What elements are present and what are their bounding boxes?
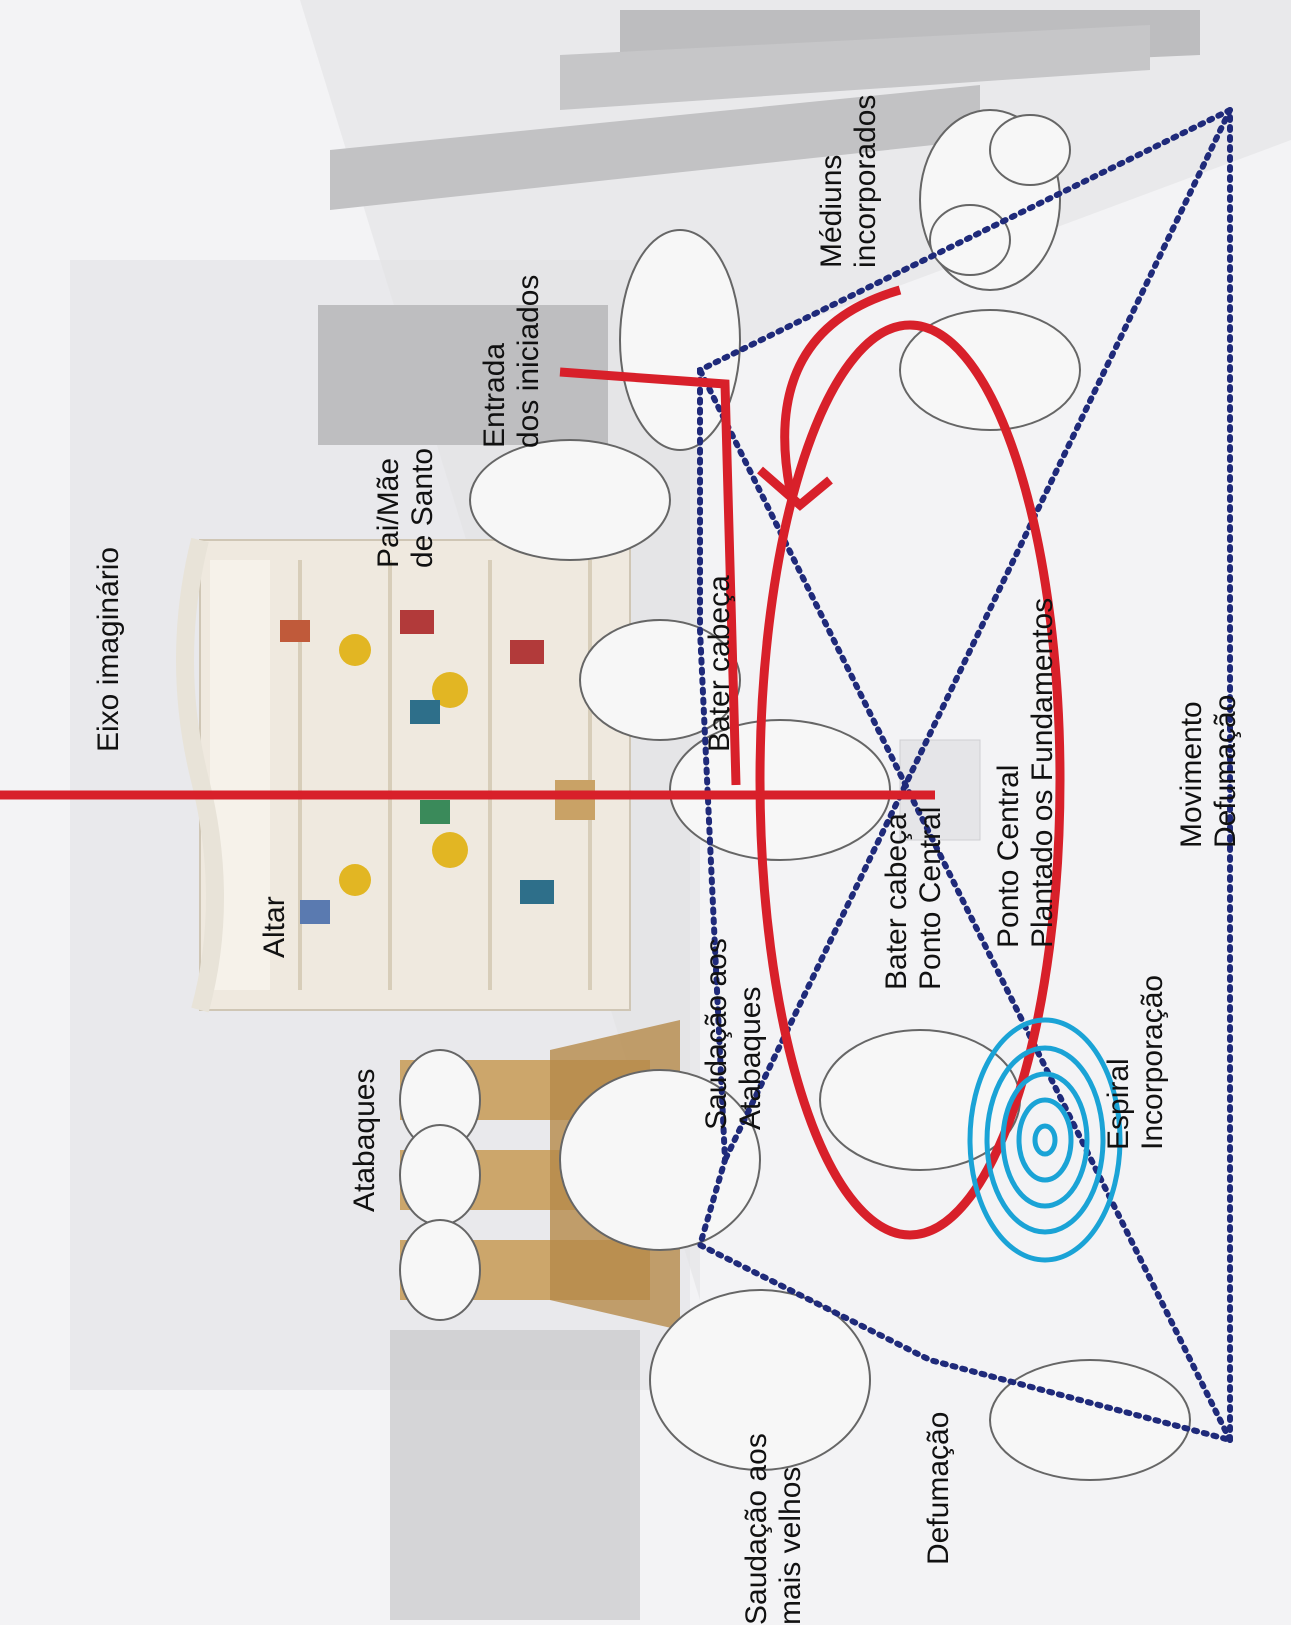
label-pai-mae-de-santo: Pai/Mãe de Santo xyxy=(372,448,440,568)
label-bater-cabeca-ponto-central: Bater cabeça Ponto Central xyxy=(880,807,948,990)
label-defumacao: Defumação xyxy=(922,1412,956,1565)
label-movimento-defumacao: Movimento Defumação xyxy=(1175,695,1243,848)
label-atabaques: Atabaques xyxy=(348,1069,382,1212)
label-saudacao-mais-velhos: Saudação aos mais velhos xyxy=(740,1433,808,1625)
label-mediuns-incorporados: Médiuns incorporados xyxy=(815,95,883,268)
altar-image xyxy=(185,540,630,1010)
label-saudacao-atabaques: Saudação aos Atabaques xyxy=(700,938,768,1130)
label-eixo-imaginario: Eixo imaginário xyxy=(92,547,126,752)
label-ponto-central: Ponto Central Plantado os Fundamentos xyxy=(992,598,1060,948)
window-panel-bottom xyxy=(390,1330,640,1620)
label-bater-cabeca: Bater cabeça xyxy=(703,575,737,752)
label-altar: Altar xyxy=(258,896,292,958)
label-entrada-iniciados: Entrada dos iniciados xyxy=(478,275,546,448)
label-espiral-incorporacao: Espiral Incorporação xyxy=(1102,975,1170,1150)
